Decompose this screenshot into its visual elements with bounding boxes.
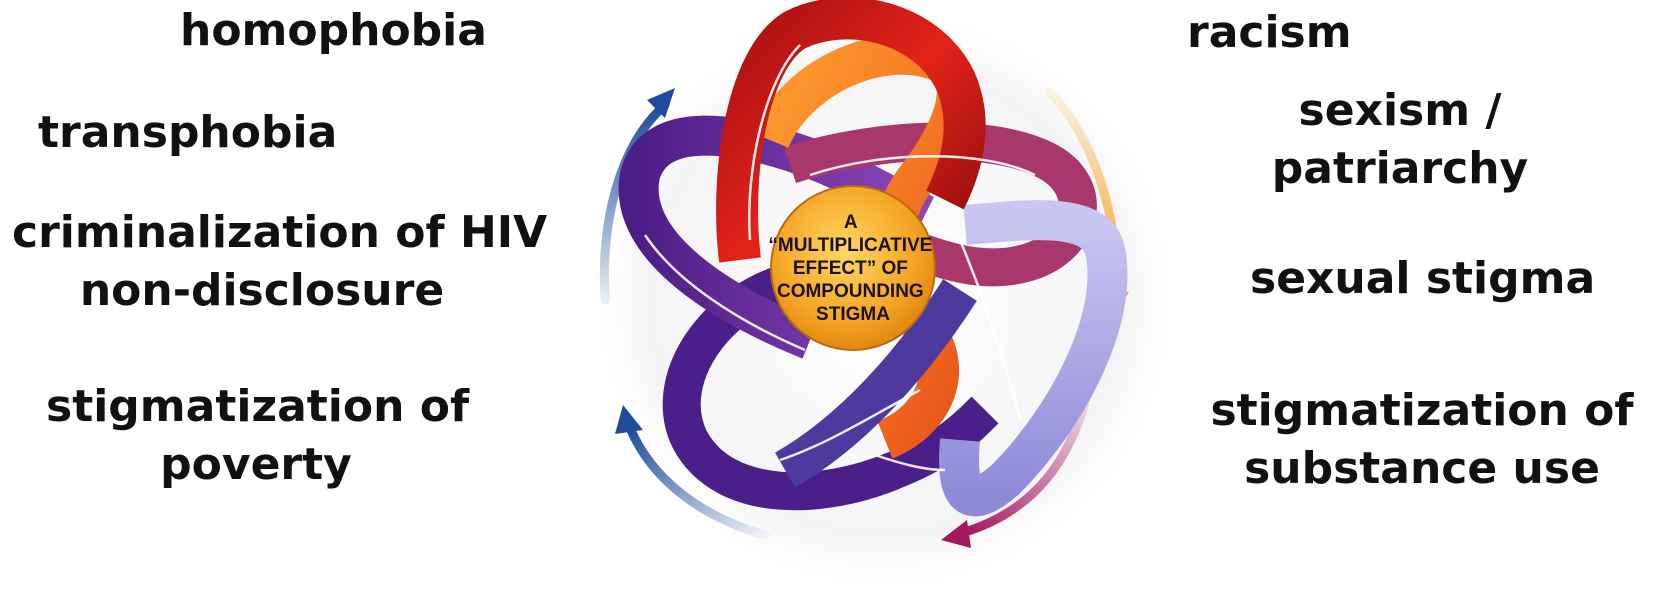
label-sexism-patriarchy: sexism / patriarchy: [1270, 82, 1530, 198]
label-sexism-line1: sexism /: [1298, 85, 1502, 136]
label-poverty-line2: poverty: [160, 439, 352, 490]
label-stigmatization-poverty: stigmatization of poverty: [46, 378, 470, 494]
label-transphobia: transphobia: [38, 107, 338, 158]
center-line1: A: [844, 212, 858, 233]
label-homophobia: homophobia: [180, 5, 487, 56]
label-sexism-line2: patriarchy: [1271, 143, 1529, 194]
center-line5: STIGMA: [816, 304, 890, 325]
center-line4: COMPOUNDING: [777, 281, 924, 302]
label-racism: racism: [1187, 7, 1352, 58]
ribbon-magenta: [783, 122, 1097, 287]
ribbon-red: [716, 0, 986, 263]
center-line2: “MULTIPLICATIVE: [768, 235, 932, 256]
ribbon-lavender: [939, 200, 1128, 517]
center-text: A “MULTIPLICATIVE EFFECT” OF COMPOUNDING…: [768, 212, 937, 325]
label-stigmatization-substance: stigmatization of substance use: [1192, 382, 1652, 498]
label-substance-line1: stigmatization of: [1210, 385, 1634, 436]
ribbon-orange: [751, 34, 977, 459]
label-criminalization-line1: criminalization of HIV: [12, 207, 548, 258]
label-criminalization: criminalization of HIV non-disclosure: [12, 204, 548, 320]
compounding-stigma-diagram: A “MULTIPLICATIVE EFFECT” OF COMPOUNDING…: [585, 0, 1185, 600]
ribbon-deep-purple: [662, 261, 999, 511]
center-line3: EFFECT” OF: [793, 258, 908, 279]
ribbon-indigo: [774, 279, 977, 488]
center-badge: A “MULTIPLICATIVE EFFECT” OF COMPOUNDING…: [768, 185, 937, 351]
label-substance-line2: substance use: [1244, 443, 1600, 494]
interwoven-ribbons: [618, 0, 1128, 517]
label-criminalization-line2: non-disclosure: [79, 265, 445, 316]
label-sexual-stigma: sexual stigma: [1250, 253, 1596, 304]
label-poverty-line1: stigmatization of: [46, 381, 470, 432]
ribbon-purple: [618, 115, 935, 359]
